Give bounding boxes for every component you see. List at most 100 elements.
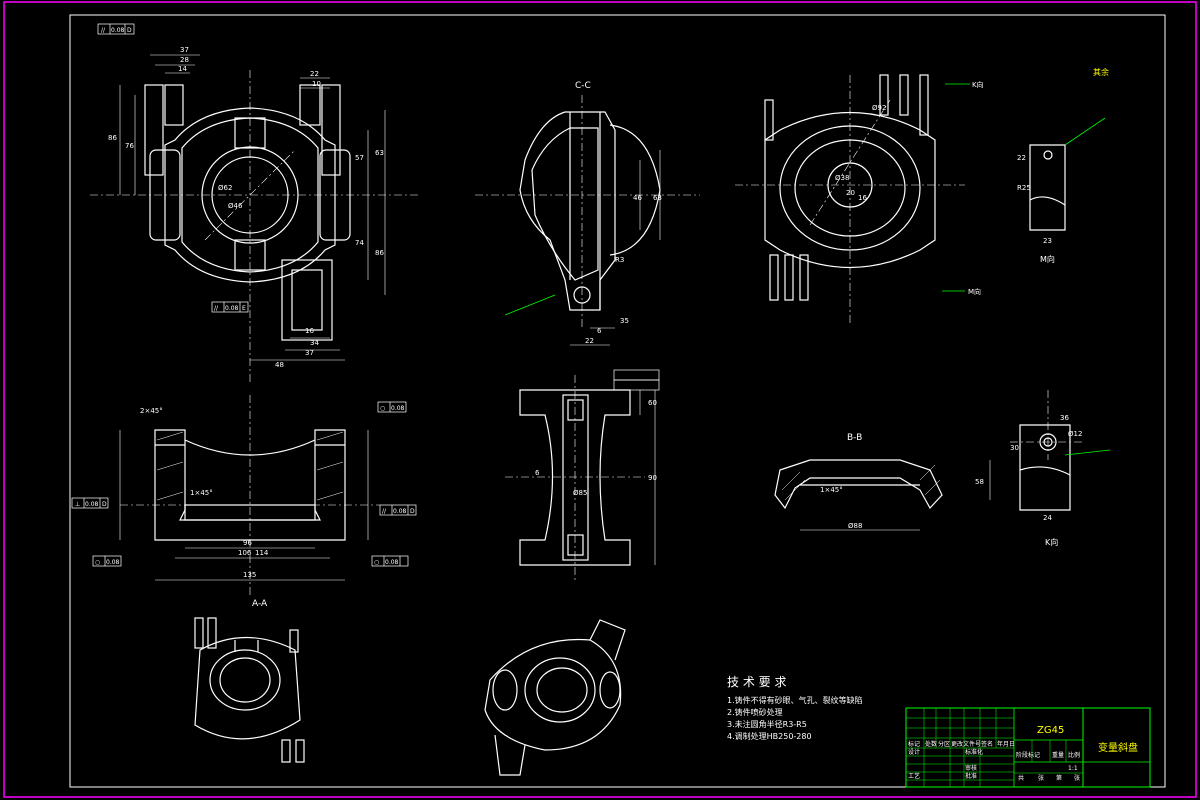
tol-frame-aa-right: ○ 0.08	[377, 401, 407, 413]
title-block-scale: 1:1	[1068, 765, 1078, 772]
tol-aa-left-datum: D	[102, 501, 107, 508]
cc-dim-texts: 46 63 35 22 6 R3	[585, 194, 662, 345]
dim-63: 63	[375, 149, 384, 157]
tol-frame-main-bottom-symbol: //	[214, 305, 219, 312]
tol-frame-main-bottom-value: 0.08	[225, 305, 239, 312]
tb-stage-scale: 比例	[1068, 751, 1080, 759]
m-arrow-label: M向	[968, 287, 981, 296]
k-dim-24: 24	[1043, 514, 1052, 522]
tol-frame-aa-left: ⊥ 0.08 D	[71, 497, 109, 509]
aa-dim-135: 135	[243, 571, 256, 579]
m-view-label: M向	[1040, 254, 1055, 264]
tol-aa-bl-value: 0.08	[106, 559, 120, 566]
right-dim-phi38: Ø38	[835, 174, 849, 182]
bb-dim-phi88: Ø88	[848, 522, 862, 530]
main-view-dim-texts: 37 28 14 86 76 57 63 74 86 22 10 37 16 3…	[108, 46, 384, 369]
right-dim-16: 16	[858, 194, 867, 202]
tol-aa-left-symbol: ⊥	[75, 501, 80, 508]
k-dim-phi12: Ø12	[1068, 430, 1082, 438]
tb-stage-weight: 重量	[1052, 751, 1064, 759]
tol-aa-bl-symbol: ○	[95, 559, 100, 566]
tol-aa-br-value: 0.08	[385, 559, 399, 566]
dim-34: 34	[310, 339, 319, 347]
main-view-centerlines	[90, 70, 420, 385]
cc-dim-22: 22	[585, 337, 594, 345]
tol-aa-br-symbol: ○	[374, 559, 379, 566]
bb-hatch	[781, 464, 941, 501]
bb-section-view	[774, 459, 943, 510]
tb-sheet-no-unit: 张	[1074, 774, 1080, 782]
aa-centerlines	[120, 395, 380, 595]
tol-aa-right-symbol: ○	[380, 405, 385, 412]
tb-role-design: 设计	[908, 748, 920, 756]
dim-22: 22	[310, 70, 319, 78]
dim-57: 57	[355, 154, 364, 162]
tb-header-zone: 分区	[938, 740, 950, 748]
middle-dim-phi85: Ø85	[573, 489, 587, 497]
tb-header-mark: 标记	[908, 740, 920, 748]
dim-74: 74	[355, 239, 364, 247]
dim-37-bottom: 37	[305, 349, 314, 357]
cc-dim-35: 35	[620, 317, 629, 325]
middle-view	[519, 389, 631, 566]
cc-dim-r3: R3	[615, 256, 624, 264]
dim-28: 28	[180, 56, 189, 64]
cc-section-view	[519, 111, 661, 311]
dim-phi62: Ø62	[218, 184, 232, 192]
dim-86-right: 86	[375, 249, 384, 257]
m-view	[1029, 144, 1066, 231]
tol-aa-rb-datum: D	[410, 508, 415, 515]
dim-14: 14	[178, 65, 187, 73]
right-top-centerlines	[735, 75, 965, 325]
tol-frame-top-value: 0.08	[111, 27, 125, 34]
tb-role-review: 审核	[965, 764, 977, 772]
bb-label: B-B	[847, 433, 862, 443]
k-view-label: K向	[1045, 537, 1058, 547]
tol-frame-main-bottom-datum: E	[242, 305, 246, 312]
tb-sheet-total: 共	[1018, 774, 1024, 782]
dim-phi46: Ø46	[228, 202, 243, 210]
m-view-dims: 22 R25 23	[1017, 154, 1052, 245]
k-arrow-label: K向	[972, 80, 984, 89]
tol-aa-rb-symbol: //	[382, 508, 387, 515]
tb-sheet-no: 第	[1056, 774, 1062, 782]
cc-dim-63: 63	[653, 194, 662, 202]
m-dim-23: 23	[1043, 237, 1052, 245]
middle-dim-60: 60	[648, 399, 657, 407]
aa-dim-106: 106	[238, 549, 252, 557]
tech-req-item-4: 4.调制处理HB250-280	[727, 731, 812, 741]
k-dim-30: 30	[1010, 444, 1019, 452]
tol-aa-rb-value: 0.08	[393, 508, 407, 515]
tb-role-approve: 批准	[965, 772, 977, 780]
tb-sheet-total-unit: 张	[1038, 774, 1044, 782]
bb-dim-texts: 58 1×45° Ø88	[820, 478, 984, 530]
k-view-dims: 30 24 36 Ø12	[1010, 414, 1082, 522]
m-view-leader	[1064, 117, 1106, 146]
tech-req-item-3: 3.未注圆角半径R3-R5	[727, 719, 807, 729]
tol-aa-right-value: 0.08	[391, 405, 405, 412]
cc-dims	[570, 150, 661, 346]
iso-view-right	[484, 619, 626, 776]
dim-37: 37	[180, 46, 189, 54]
title-block-material: ZG45	[1037, 725, 1064, 736]
dim-10: 10	[312, 80, 321, 88]
tol-frame-aa-bottom-left: ○ 0.08	[92, 555, 122, 567]
middle-centerline	[505, 375, 645, 580]
m-dim-r25: R25	[1017, 184, 1031, 192]
dim-76: 76	[125, 142, 134, 150]
tech-req-item-2: 2.铸件喷砂处理	[727, 707, 783, 717]
remaining-label: 其余	[1093, 67, 1109, 77]
bb-dim-1x45: 1×45°	[820, 486, 843, 494]
outer-border	[3, 1, 1197, 798]
tb-header-sign: 签名	[981, 740, 993, 748]
title-block-part-name: 变量斜盘	[1098, 741, 1138, 754]
dim-16: 16	[305, 327, 314, 335]
tol-frame-main-bottom: // 0.08 E	[211, 301, 249, 313]
cc-dim-6: 6	[597, 327, 602, 335]
cc-dim-46: 46	[633, 194, 642, 202]
middle-dim-90: 90	[648, 474, 657, 482]
main-view-dimensions	[119, 54, 386, 361]
k-arrow: K向	[945, 80, 984, 89]
tb-header-doc: 更改文件号	[951, 740, 981, 748]
